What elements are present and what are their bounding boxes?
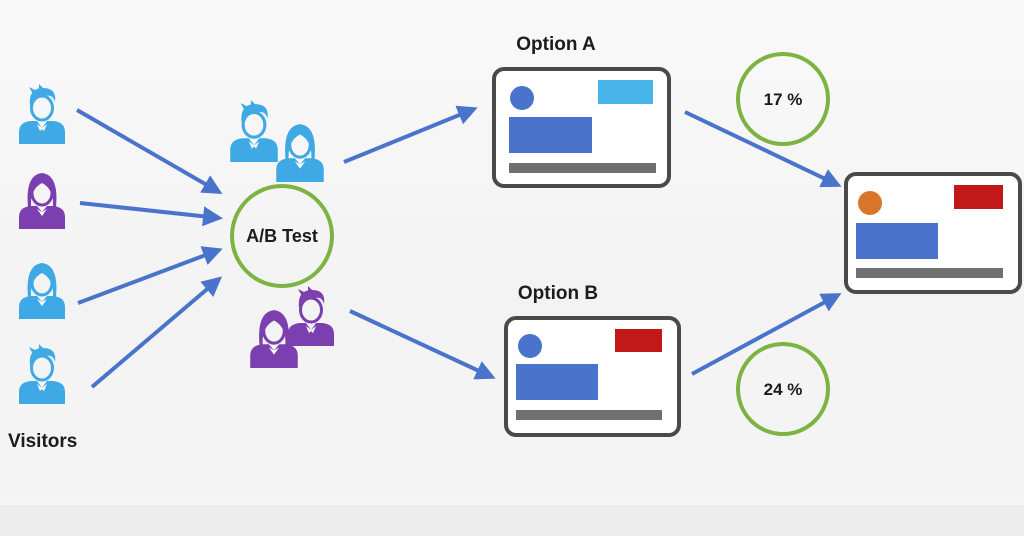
ab-test-label: A/B Test xyxy=(246,226,318,246)
option-b: Option B xyxy=(504,283,681,437)
option-b-content-block xyxy=(516,364,598,400)
female-user-icon xyxy=(274,122,326,182)
arrow-visitor-1 xyxy=(75,108,223,195)
option-b-footer-bar xyxy=(516,410,662,420)
conversion-a-value: 17 % xyxy=(764,90,803,109)
visitors-group: Visitors xyxy=(8,83,77,452)
visitor-arrows xyxy=(75,108,223,389)
visitors-label: Visitors xyxy=(8,431,77,452)
female-user-icon xyxy=(17,171,67,230)
male-user-icon xyxy=(17,83,67,145)
option-a-footer-bar xyxy=(509,163,656,173)
option-a-content-block xyxy=(509,117,592,153)
arrow-to-option-b xyxy=(349,309,496,380)
conversion-b-circle xyxy=(736,342,830,436)
option-a: Option A xyxy=(492,34,671,188)
arrow-visitor-3 xyxy=(77,246,223,305)
winning-variant xyxy=(844,172,1022,294)
footer-band xyxy=(0,505,1024,536)
ab-test-node: A/B Test xyxy=(230,184,334,288)
male-user-icon xyxy=(228,100,280,162)
conversion-a: 17 % xyxy=(736,52,830,146)
winner-footer-bar xyxy=(856,268,1003,278)
winner-button xyxy=(954,185,1003,209)
conversion-b: 24 % xyxy=(736,342,830,436)
option-b-button xyxy=(615,329,662,352)
arrow-visitor-4 xyxy=(90,276,223,389)
arrow-to-option-a xyxy=(343,105,478,164)
male-user-icon xyxy=(17,343,67,405)
group-a-users xyxy=(228,100,326,182)
option-arrows xyxy=(343,105,842,380)
group-b-users xyxy=(248,285,336,368)
winner-avatar xyxy=(858,191,882,215)
male-user-icon xyxy=(286,285,336,347)
conversion-a-circle xyxy=(736,52,830,146)
arrow-option-b-to-result xyxy=(691,293,842,376)
arrow-visitor-2 xyxy=(79,201,223,227)
ab-test-circle xyxy=(230,184,334,288)
option-a-avatar xyxy=(510,86,534,110)
option-a-label: Option A xyxy=(516,34,596,55)
conversion-b-value: 24 % xyxy=(764,380,803,399)
female-user-icon xyxy=(17,261,67,320)
option-b-label: Option B xyxy=(518,283,598,304)
winner-content-block xyxy=(856,223,938,259)
arrow-option-a-to-result xyxy=(684,110,842,188)
option-b-avatar xyxy=(518,334,542,358)
option-a-button xyxy=(598,80,653,104)
